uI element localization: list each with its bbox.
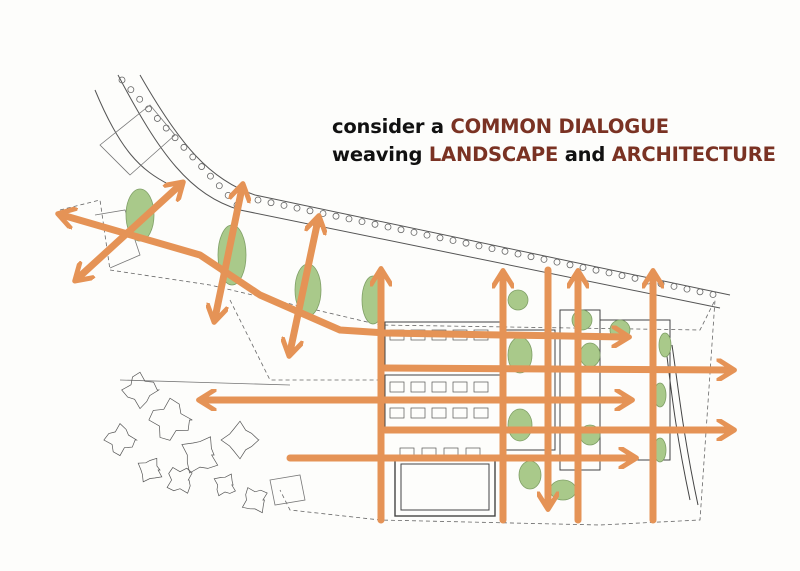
hedge-dot <box>145 105 152 113</box>
arrow-h-2 <box>381 368 730 370</box>
hedge-dot <box>162 124 170 132</box>
caption-highlight-architecture: ARCHITECTURE <box>611 143 776 166</box>
module <box>452 407 468 419</box>
tree-canopy <box>579 342 601 368</box>
weaving-arrows <box>62 185 730 524</box>
hedge-dot <box>118 76 126 84</box>
hedge-dot <box>319 210 327 217</box>
hedge-dot <box>153 115 161 122</box>
vegetation-blob <box>220 420 260 460</box>
hedge-dot <box>224 191 232 199</box>
module <box>431 381 447 393</box>
housing-modules <box>389 329 489 457</box>
caption-line-2: weaving LANDSCAPE and ARCHITECTURE <box>332 143 782 166</box>
hedge-dot <box>566 261 574 269</box>
module <box>389 407 405 419</box>
hedge-dot <box>579 264 587 271</box>
hedge-dot <box>618 272 626 280</box>
hedge-dot <box>371 220 379 228</box>
hedge-dot <box>462 239 470 247</box>
hedge-dot <box>180 143 188 151</box>
hedge-dot <box>436 234 444 242</box>
hedge-dot <box>384 223 392 231</box>
hedge-dot <box>592 266 600 274</box>
hedge-dot <box>254 196 262 204</box>
module <box>431 407 447 419</box>
hedge-dot <box>709 291 717 298</box>
module <box>473 407 489 419</box>
hedge-dot <box>280 201 288 209</box>
caption-line-1-prefix: consider a <box>332 115 451 138</box>
hedge-dot <box>449 237 457 244</box>
site-boundary <box>59 199 716 526</box>
arrow-diag-2 <box>215 188 242 318</box>
tree-canopy <box>507 408 533 442</box>
caption-line-1: consider a COMMON DIALOGUE <box>332 115 782 138</box>
hedge-dot <box>540 255 548 263</box>
existing-vegetation <box>103 371 268 514</box>
hedge-dot <box>345 215 353 223</box>
hedge-dot <box>136 95 144 103</box>
hedge-dot <box>423 231 431 239</box>
hedge-dot <box>207 172 214 180</box>
tree-canopy <box>549 479 577 501</box>
hedge-dot <box>475 242 483 250</box>
tree-canopy <box>658 332 672 358</box>
hedge-dot <box>488 245 496 253</box>
caption-highlight-common-dialogue: COMMON DIALOGUE <box>450 115 669 138</box>
caption-highlight-landscape: LANDSCAPE <box>428 143 559 166</box>
tree-canopy <box>507 289 529 311</box>
hedge-dot <box>410 228 418 236</box>
hedge-dot <box>397 226 405 234</box>
hedge-dot <box>657 280 665 288</box>
vegetation-blob <box>137 457 163 483</box>
caption-line-2-middle: and <box>558 143 612 166</box>
parcel-lines <box>94 104 306 506</box>
module <box>452 381 468 393</box>
vegetation-blob <box>213 473 236 497</box>
hedge-dot <box>670 282 678 290</box>
hedge-dot <box>605 269 613 277</box>
vegetation-blob <box>181 436 219 474</box>
vegetation-blob <box>166 467 193 494</box>
hedge-dot <box>171 134 179 142</box>
hedge-dot <box>553 258 561 266</box>
tree-canopy <box>518 460 542 490</box>
hedge-dot <box>631 274 639 282</box>
trees <box>125 188 672 501</box>
module <box>473 381 489 393</box>
hedge-dot <box>683 285 691 293</box>
road <box>94 74 731 309</box>
vegetation-blob <box>148 397 193 441</box>
arrow-diag-3 <box>290 220 318 352</box>
hedge-dot <box>127 86 135 94</box>
hedge-dot <box>332 212 340 220</box>
hedge-dot <box>501 247 509 255</box>
caption-line-2-prefix: weaving <box>332 143 429 166</box>
vegetation-blob <box>103 423 138 457</box>
hedge-dot <box>293 204 301 212</box>
hedge-dot <box>198 163 206 170</box>
hedge-dot <box>514 250 522 258</box>
module <box>410 407 426 419</box>
vegetation-blob <box>121 371 161 410</box>
hedge-dot <box>358 218 366 226</box>
module <box>410 381 426 393</box>
hedge-dot <box>696 288 704 296</box>
arrow-diagonal-upper <box>78 185 180 278</box>
hedge-dot <box>215 182 223 190</box>
hedge-dot <box>527 253 535 261</box>
hedge-dot <box>306 207 314 215</box>
module <box>389 381 405 393</box>
vegetation-blob <box>241 487 268 514</box>
hedge-dot <box>267 199 275 207</box>
hedge-dot <box>189 153 197 161</box>
